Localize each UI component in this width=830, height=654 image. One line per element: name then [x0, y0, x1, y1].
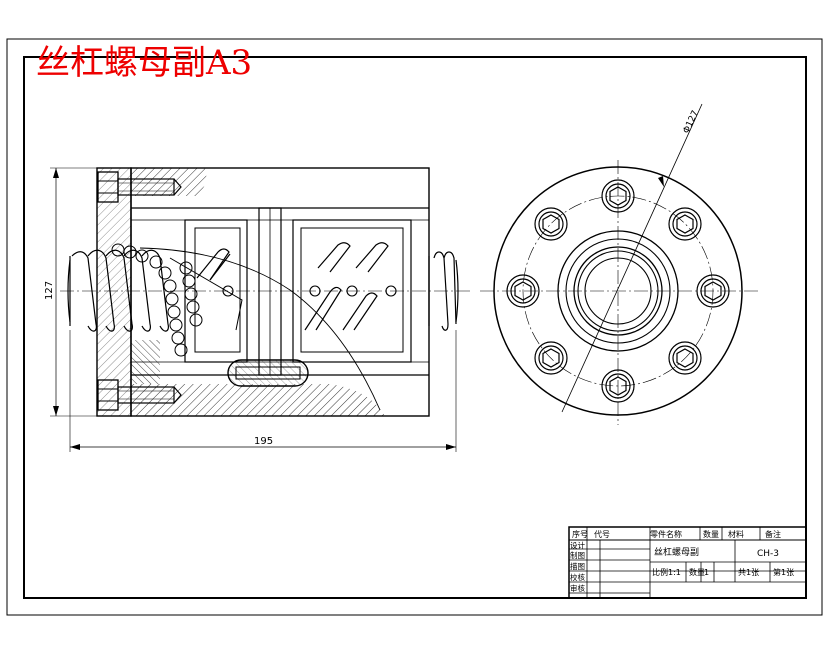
tb-qty-label: 数量 — [689, 567, 705, 577]
dim-pcd-label: Φ127 — [682, 109, 701, 135]
screw-shaft-left — [67, 249, 169, 332]
tb-scale-value: 1:1 — [668, 568, 681, 577]
tb-drawing-no: CH-3 — [757, 549, 779, 559]
tb-sheet-no: 第1张 — [773, 567, 794, 577]
tb-qty-value: 1 — [704, 568, 709, 577]
tb-sheets-total: 共1张 — [738, 568, 759, 577]
bolt-holes — [506, 179, 730, 403]
inner-frame — [23, 56, 807, 599]
dim-length: 195 — [69, 330, 457, 452]
tb-role-draw: 制图 — [570, 550, 585, 560]
outer-border — [6, 38, 823, 616]
dim-height: 127 — [44, 167, 97, 417]
tb-col-note: 备注 — [765, 529, 781, 539]
front-section-view: 127 195 — [44, 167, 470, 452]
screw-shaft-right — [428, 251, 459, 331]
tb-col-name: 零件名称 — [650, 529, 682, 539]
title-block: 序号 代号 零件名称 数量 材料 备注 丝杠螺母副 CH-3 比例 1:1 数量… — [568, 526, 807, 599]
dim-length-label: 195 — [254, 436, 273, 447]
end-view: Φ127 — [480, 103, 760, 425]
tb-role-trace: 描图 — [570, 561, 585, 571]
bolt-bottom — [97, 379, 182, 411]
dim-height-label: 127 — [44, 281, 55, 300]
tb-scale-label: 比例 — [652, 567, 668, 577]
flange-outer — [493, 166, 743, 416]
tb-role-approve: 审核 — [570, 583, 585, 593]
tb-part-name: 丝杠螺母副 — [654, 546, 699, 558]
tb-col-material: 材料 — [728, 529, 744, 539]
bolt-top — [97, 171, 182, 203]
tb-role-check: 校核 — [570, 572, 585, 582]
tb-col-seq: 序号 — [572, 529, 588, 539]
balls — [111, 243, 203, 357]
tb-col-qty: 数量 — [703, 529, 719, 539]
drawing-title: 丝杠螺母副A3 — [36, 43, 252, 83]
tb-col-code: 代号 — [594, 529, 610, 539]
tb-role-design: 设计 — [570, 540, 585, 550]
